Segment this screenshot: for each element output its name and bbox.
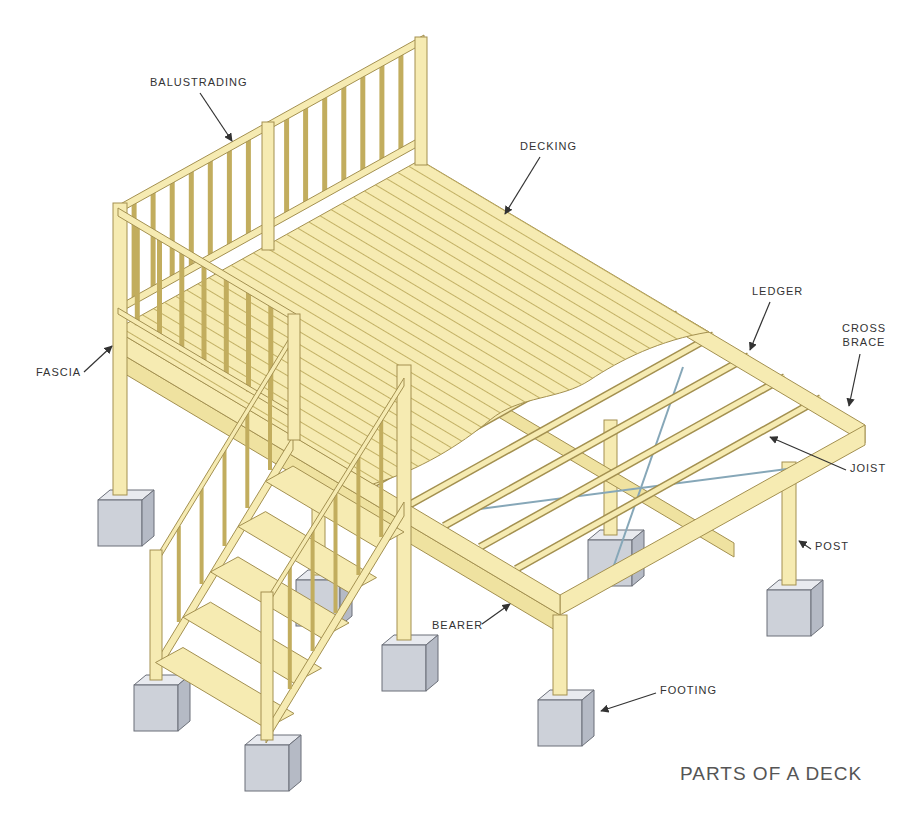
stairs	[267, 378, 404, 606]
posts	[538, 690, 594, 746]
balustrade	[208, 159, 213, 259]
stairs	[288, 314, 300, 440]
leader-lines	[601, 693, 656, 711]
stairs	[268, 376, 272, 470]
posts	[553, 615, 567, 695]
front-rail	[157, 239, 162, 339]
leader-lines	[505, 157, 540, 214]
front-rail	[118, 208, 296, 322]
balustrade	[415, 37, 427, 165]
part-label: JOIST	[850, 462, 886, 476]
ledger-board	[687, 319, 865, 443]
leader-lines	[799, 541, 811, 549]
leader-lines	[84, 93, 860, 711]
part-label: BALUSTRADING	[150, 76, 248, 90]
part-label: BEARER	[432, 619, 483, 633]
stairs	[245, 413, 249, 508]
front-rail	[135, 225, 140, 325]
leader-lines	[482, 604, 510, 624]
balustrade	[398, 53, 403, 153]
leader-lines	[750, 302, 770, 350]
front-rail	[246, 292, 251, 392]
front-rail	[137, 225, 270, 404]
front-rail	[179, 252, 184, 352]
balustrade	[262, 122, 274, 250]
leader-lines	[200, 93, 232, 141]
stairs	[245, 735, 301, 791]
stairs	[200, 488, 204, 584]
posts	[98, 490, 154, 546]
balustrade	[151, 191, 156, 291]
stairs	[134, 314, 438, 791]
front-rail	[202, 265, 207, 365]
stairs	[379, 420, 383, 537]
front-rail	[224, 278, 229, 378]
posts	[98, 203, 594, 746]
balustrade	[246, 138, 251, 238]
leader-lines	[770, 437, 846, 470]
part-label: POST	[815, 540, 849, 554]
stairs	[134, 675, 190, 731]
stairs	[288, 567, 292, 689]
stairs	[177, 526, 181, 622]
stairs	[261, 592, 273, 740]
stairs	[356, 457, 360, 575]
posts	[113, 203, 127, 495]
balustrade	[303, 106, 308, 206]
stairs	[382, 635, 438, 691]
part-label: FASCIA	[36, 366, 81, 380]
balustrade	[379, 63, 384, 163]
stairs	[334, 494, 338, 613]
part-label: CROSS BRACE	[836, 322, 892, 350]
balustrade	[284, 116, 289, 216]
part-label: DECKING	[520, 140, 577, 154]
part-label: FOOTING	[660, 684, 717, 698]
decking-surface	[115, 160, 709, 484]
leader-lines	[84, 346, 112, 372]
stairs	[290, 420, 381, 689]
balustrade	[322, 95, 327, 195]
decking-surface	[115, 160, 709, 484]
balustrade	[360, 74, 365, 174]
rim-joist	[560, 425, 865, 615]
balustrade	[170, 180, 175, 280]
leader-lines	[849, 354, 860, 406]
balustrade	[341, 85, 346, 185]
footing-block	[767, 580, 823, 636]
part-label: LEDGER	[752, 285, 803, 299]
balustrade	[227, 148, 232, 248]
stairs	[311, 530, 315, 651]
decking-surface	[115, 160, 709, 484]
stairs	[223, 450, 227, 546]
diagram-title: PARTS OF A DECK	[680, 763, 862, 785]
